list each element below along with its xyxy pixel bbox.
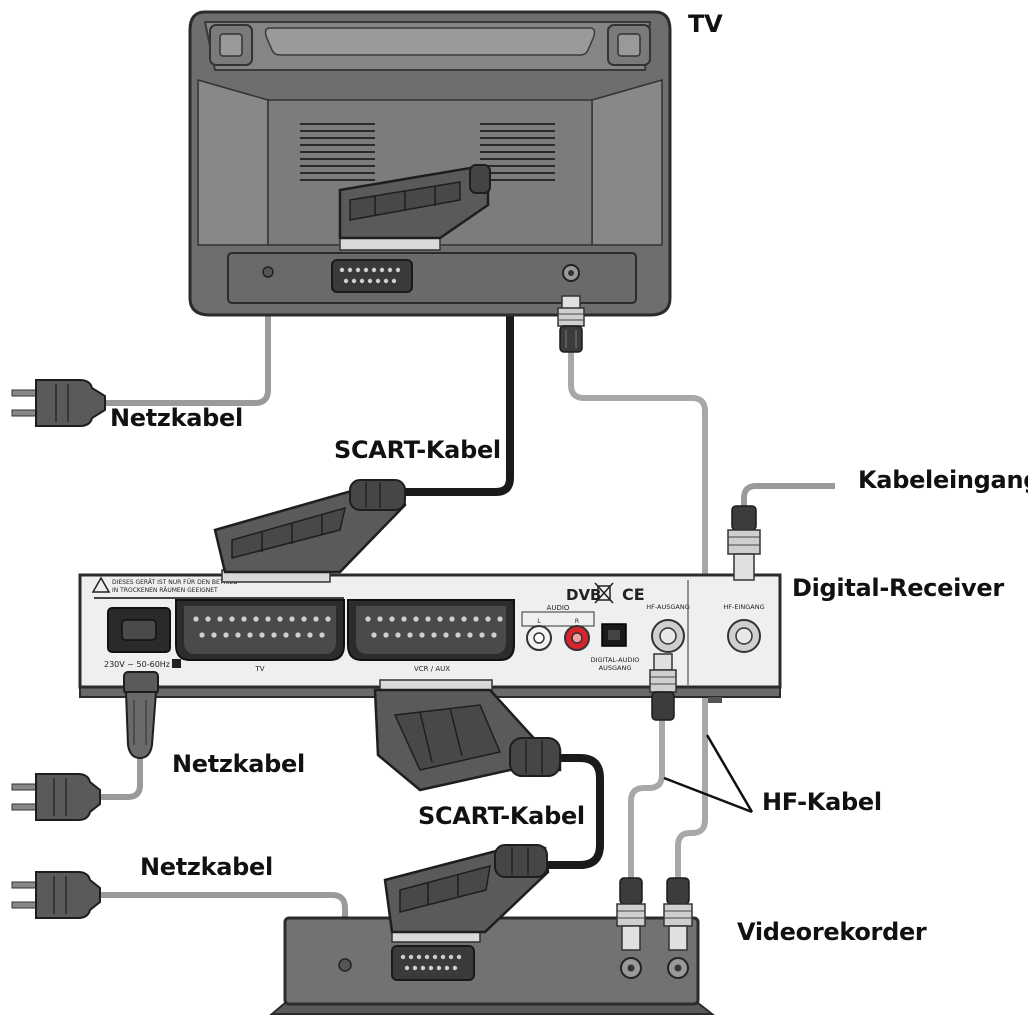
vcr-power-socket-icon	[338, 958, 352, 972]
receiver-scart-vcr-socket: VCR / AUX	[347, 599, 515, 673]
power-plug-vcr-icon	[11, 871, 101, 919]
scart-tv-port-label: TV	[254, 665, 264, 673]
f-connector-vcr-in	[616, 877, 646, 951]
audio-r-label: R	[575, 618, 579, 625]
f-connector-tv	[557, 295, 585, 353]
scart-plug-vcr	[383, 844, 550, 943]
power-plug-receiver-icon	[11, 773, 101, 821]
receiver-power-plug	[123, 671, 159, 760]
label-netzkabel-vcr: Netzkabel	[140, 853, 273, 881]
vcr-power-cable	[100, 892, 348, 918]
label-kabeleingang: Kabeleingang	[858, 466, 1028, 494]
hf-out-label: HF-AUSGANG	[646, 603, 690, 611]
warning-text-2: IN TROCKENEN RÄUMEN GEEIGNET	[112, 587, 218, 594]
scart-plug-receiver-tv	[213, 479, 407, 583]
dvb-logo: DVB	[566, 586, 602, 604]
label-hf-kabel: HF-Kabel	[762, 788, 882, 816]
power-plug-tv-icon	[11, 379, 106, 427]
f-connector-vcr-out	[663, 877, 693, 951]
hf-kabel-pointer	[663, 734, 754, 814]
label-netzkabel-receiver: Netzkabel	[172, 750, 305, 778]
tv-power-socket-icon	[262, 266, 274, 278]
scart-plug-tv	[338, 164, 491, 251]
videorekorder-device	[269, 916, 715, 1015]
digital-audio-label-1: DIGITAL-AUDIO	[591, 656, 640, 664]
vcr-scart-socket	[391, 945, 475, 981]
ce-mark: CE	[622, 585, 645, 604]
scart-cable-vcr	[545, 754, 604, 869]
label-netzkabel-tv: Netzkabel	[110, 404, 243, 432]
label-scart-kabel-tv: SCART-Kabel	[334, 436, 501, 464]
receiver-scart-tv-socket: TV	[175, 599, 345, 673]
weee-bin-icon	[594, 582, 614, 604]
tv-device	[188, 10, 672, 317]
power-rating: 230V ~ 50-60Hz	[104, 660, 170, 669]
label-scart-kabel-vcr: SCART-Kabel	[418, 802, 585, 830]
hf-cable-receiver-vcr	[628, 720, 665, 880]
scart-plug-receiver-vcr	[373, 679, 562, 792]
cable-input-line	[741, 483, 835, 520]
tv-power-cable	[105, 285, 271, 406]
scart-vcr-port-label: VCR / AUX	[414, 665, 450, 673]
audio-l-label: L	[537, 618, 541, 625]
label-videorekorder: Videorekorder	[737, 918, 927, 946]
f-connector-cable-input	[727, 505, 761, 581]
tv-scart-socket	[331, 259, 413, 293]
warning-text-1: DIESES GERÄT IST NUR FÜR DEN BETRIEB	[112, 579, 237, 586]
receiver-power-cable	[100, 755, 143, 800]
label-digital-receiver: Digital-Receiver	[792, 574, 1004, 602]
hf-in-label: HF-EINGANG	[723, 603, 764, 611]
digital-audio-label-2: AUSGANG	[599, 664, 632, 672]
f-connector-receiver-hf-out	[649, 653, 677, 721]
audio-title: AUDIO	[547, 604, 570, 612]
label-tv: TV	[688, 10, 723, 38]
